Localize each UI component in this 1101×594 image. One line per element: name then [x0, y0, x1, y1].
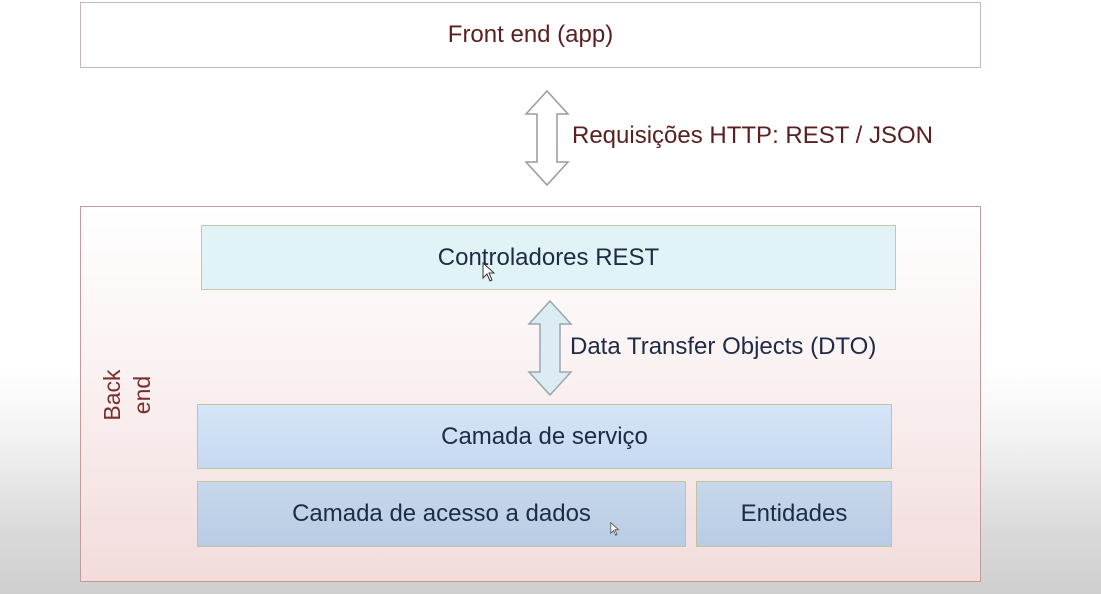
- mouse-cursor-small-icon: [610, 521, 620, 536]
- http-double-arrow-icon: [524, 89, 570, 187]
- back-end-label: Back end: [99, 369, 155, 421]
- service-layer-box: Camada de serviço: [197, 404, 892, 469]
- service-layer-label: Camada de serviço: [441, 422, 648, 450]
- front-end-label: Front end (app): [447, 21, 614, 48]
- entities-label: Entidades: [740, 500, 848, 527]
- http-requests-label: Requisições HTTP: REST / JSON: [572, 122, 933, 149]
- entities-box: Entidades: [696, 481, 892, 547]
- rest-controllers-label: Controladores REST: [437, 243, 660, 271]
- front-end-box: Front end (app): [80, 2, 981, 68]
- mouse-cursor-icon: [482, 261, 496, 282]
- dto-label: Data Transfer Objects (DTO): [570, 333, 877, 360]
- data-access-layer-box: Camada de acesso a dados: [197, 481, 686, 547]
- data-access-layer-label: Camada de acesso a dados: [292, 500, 591, 527]
- dto-double-arrow-icon: [527, 299, 573, 397]
- rest-controllers-box: Controladores REST: [201, 225, 896, 290]
